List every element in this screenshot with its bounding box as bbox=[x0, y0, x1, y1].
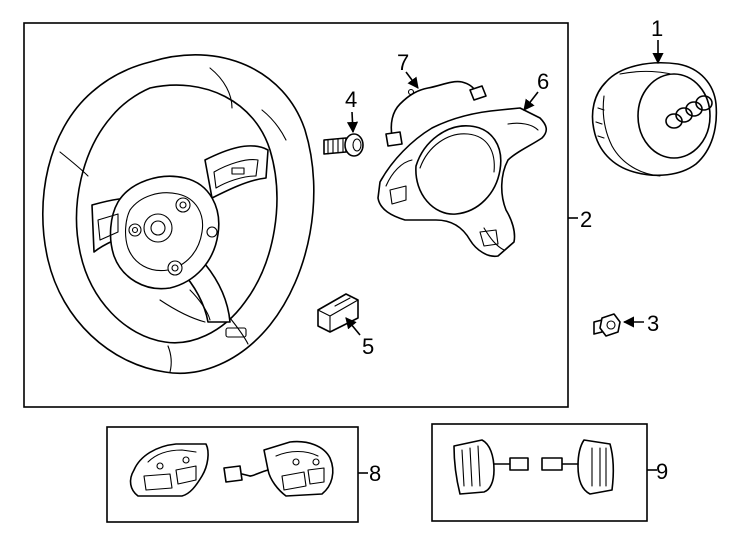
callout-9: 9 bbox=[656, 459, 668, 484]
callout-8: 8 bbox=[369, 461, 381, 486]
callout-7: 7 bbox=[397, 50, 409, 75]
trim-cover-part bbox=[377, 107, 548, 258]
right-paddle-module bbox=[541, 439, 615, 495]
left-paddle-module bbox=[453, 439, 529, 495]
leader-7 bbox=[405, 71, 419, 89]
airbag-module-part bbox=[591, 62, 718, 177]
callout-5: 5 bbox=[362, 334, 374, 359]
switch-modules-frame bbox=[106, 426, 359, 523]
steering-wheel-group-frame bbox=[23, 22, 569, 408]
paddle-modules-frame bbox=[431, 423, 648, 522]
callout-3: 3 bbox=[647, 311, 659, 336]
callout-4: 4 bbox=[345, 87, 357, 112]
leader-4 bbox=[346, 111, 359, 134]
small-bolt-part bbox=[593, 313, 621, 337]
wiring-harness-part bbox=[385, 80, 487, 147]
callout-6: 6 bbox=[537, 69, 549, 94]
right-switch-module bbox=[223, 440, 334, 497]
callout-1: 1 bbox=[651, 16, 663, 41]
steering-wheel bbox=[42, 54, 315, 374]
leader-5 bbox=[345, 317, 361, 336]
leader-6 bbox=[523, 91, 539, 111]
left-switch-module bbox=[129, 443, 209, 497]
bolt-part bbox=[323, 133, 364, 157]
four-rings-logo bbox=[665, 95, 713, 129]
callout-2: 2 bbox=[580, 207, 592, 232]
